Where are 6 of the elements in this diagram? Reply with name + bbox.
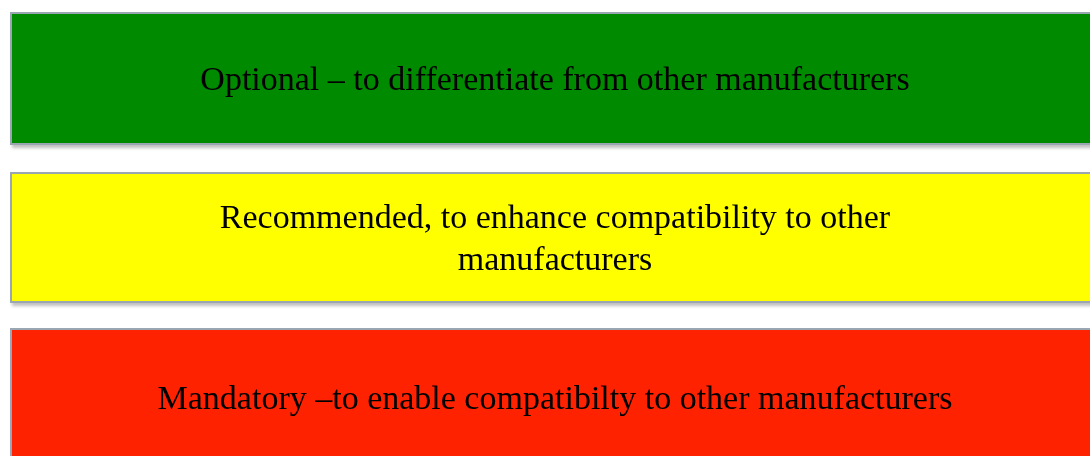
band-text: Recommended, to enhance compatibility to other manufacturers [218, 196, 892, 279]
band-text: Optional – to differentiate from other manufacturers [200, 58, 910, 99]
level-band [10, 172, 1090, 303]
level-band [10, 12, 1090, 145]
level-band [10, 328, 1090, 456]
band-text: Mandatory –to enable compatibilty to other manufacturers [157, 378, 953, 418]
